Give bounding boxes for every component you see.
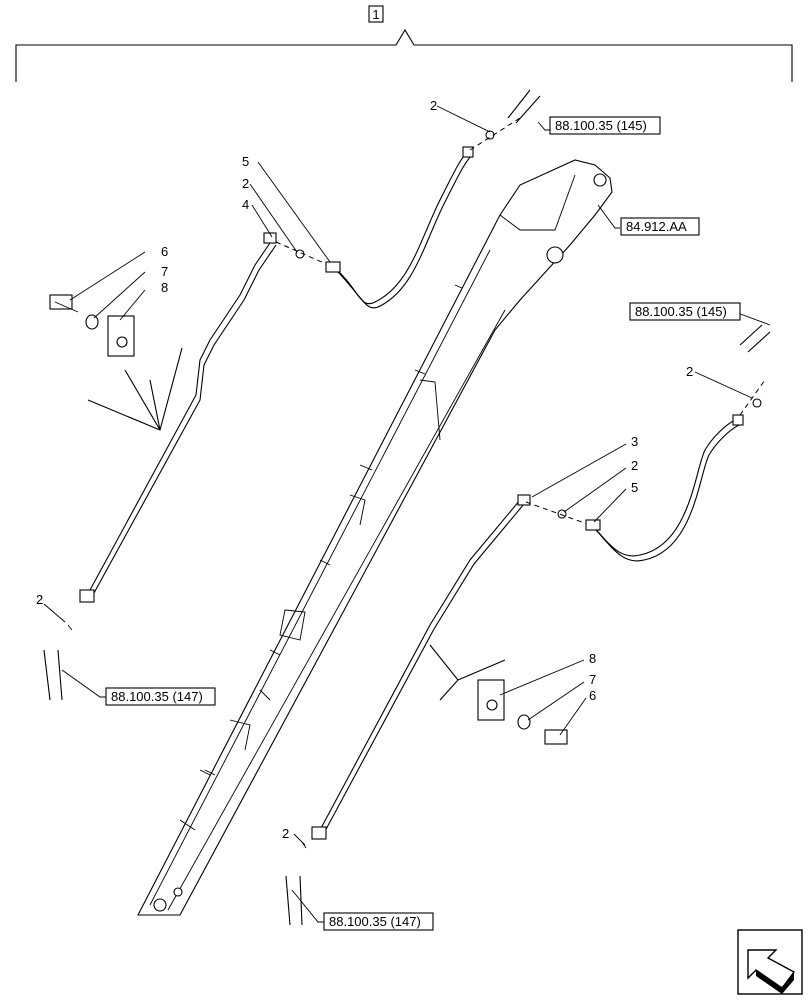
arrow-back-icon[interactable] (737, 929, 803, 995)
right-clamp-set (429, 644, 568, 745)
callout-5-right: 5 (631, 480, 638, 495)
callout-2-left: 2 (242, 176, 249, 191)
ref-right: 88.100.35 (145) (635, 304, 727, 319)
callout-2-bottom-left: 2 (36, 592, 43, 607)
callout-leaders (43, 105, 771, 923)
callout-4: 4 (242, 197, 249, 212)
callout-8-right: 8 (589, 651, 596, 666)
right-tube (311, 494, 591, 840)
callout-5-left: 5 (242, 154, 249, 169)
ref-bottom-right: 88.100.35 (147) (329, 914, 421, 929)
bottom-hose-ends (43, 624, 307, 926)
right-hose (585, 324, 771, 562)
boom-arm (137, 159, 613, 916)
callout-7-right: 7 (589, 672, 596, 687)
left-clamp-set (49, 294, 183, 431)
ref-top: 88.100.35 (145) (555, 118, 647, 133)
callout-3: 3 (631, 434, 638, 449)
callout-6-left: 6 (161, 244, 168, 259)
callout-numbers: 2 5 2 4 6 7 8 2 2 3 2 5 8 7 6 2 (36, 98, 693, 841)
callout-2-right: 2 (686, 364, 693, 379)
callout-2-bottom-right: 2 (282, 826, 289, 841)
ref-boom: 84.912.AA (626, 219, 687, 234)
callout-6-right: 6 (589, 688, 596, 703)
callout-2-top: 2 (430, 98, 437, 113)
reference-boxes: 88.100.35 (145) 84.912.AA 88.100.35 (145… (105, 116, 741, 931)
callout-7-left: 7 (161, 264, 168, 279)
ref-bottom-left: 88.100.35 (147) (111, 689, 203, 704)
callout-8-left: 8 (161, 280, 168, 295)
callout-2-mid-right: 2 (631, 458, 638, 473)
assembly-bracket: 1 (15, 5, 793, 82)
assembly-label: 1 (372, 7, 379, 22)
left-tube (79, 232, 341, 603)
left-hose (325, 89, 541, 309)
